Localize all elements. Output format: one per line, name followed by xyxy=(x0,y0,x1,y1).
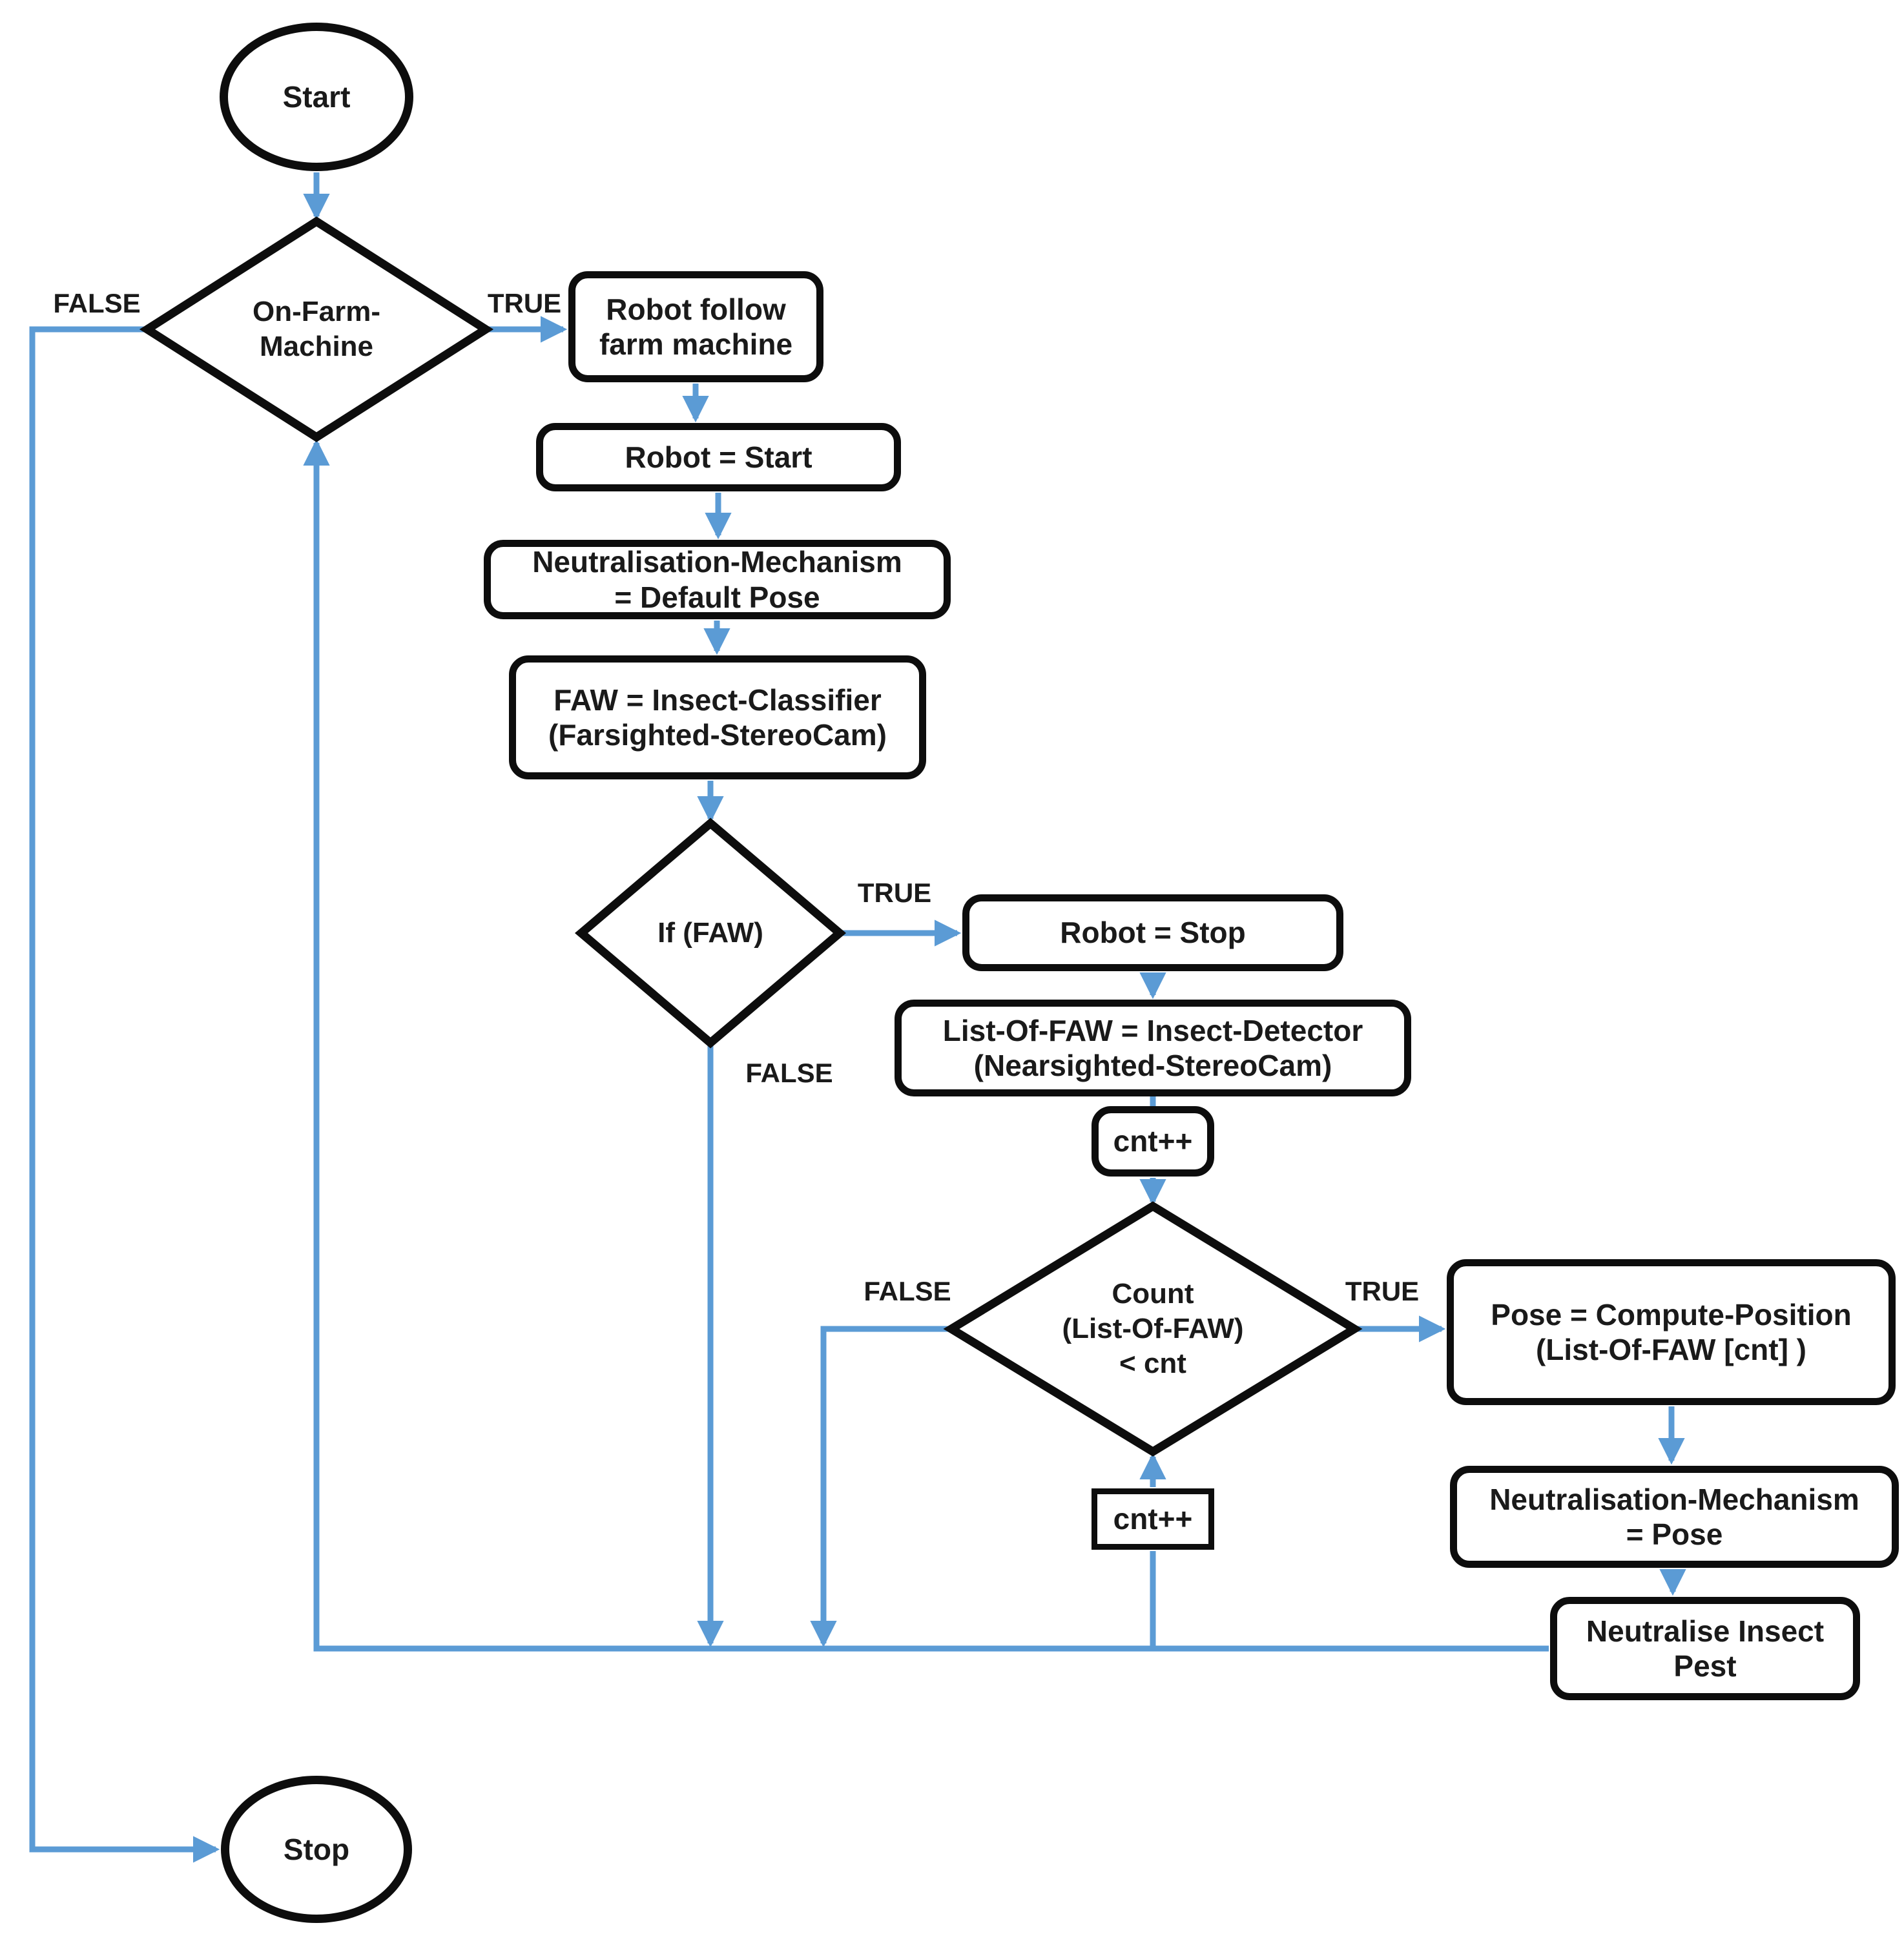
edge-label-count-false-label: FALSE xyxy=(864,1276,951,1306)
node-count-list-of-faw-label-line-1: (List-Of-FAW) xyxy=(1062,1313,1244,1345)
node-start: Start xyxy=(220,23,413,171)
node-neutralisation-pose-label-line-1: = Pose xyxy=(1626,1517,1723,1551)
edge-pest-return-to-onfarm xyxy=(303,438,1549,1652)
node-cnt-increment-1: cnt++ xyxy=(1092,1106,1214,1177)
edge-onfarm-false-to-stop xyxy=(29,326,220,1863)
node-pose-compute-position-label-line-1: (List-Of-FAW [cnt] ) xyxy=(1535,1333,1806,1366)
node-on-farm-machine-label-line-1: Machine xyxy=(259,331,374,362)
node-neutralisation-default-pose-label-line-0: Neutralisation-Mechanism xyxy=(532,545,902,579)
node-pose-compute-position: Pose = Compute-Position(List-Of-FAW [cnt… xyxy=(1447,1259,1896,1405)
edge-label-onfarm-true-label: TRUE xyxy=(487,288,562,318)
node-list-of-faw-insect-detector: List-Of-FAW = Insect-Detector(Nearsighte… xyxy=(895,1000,1411,1096)
node-neutralise-insect-pest-label-line-0: Neutralise Insect xyxy=(1586,1614,1825,1648)
node-start-label-line-0: Start xyxy=(282,79,351,114)
node-list-of-faw-insect-detector-label-line-0: List-Of-FAW = Insect-Detector xyxy=(942,1013,1363,1047)
node-neutralise-insect-pest-label-line-1: Pest xyxy=(1673,1649,1737,1683)
node-cnt-increment-2: cnt++ xyxy=(1092,1488,1214,1550)
node-list-of-faw-insect-detector-label-line-1: (Nearsighted-StereoCam) xyxy=(973,1049,1332,1082)
node-faw-insect-classifier-label-line-1: (Farsighted-StereoCam) xyxy=(548,718,887,752)
edge-label-if-faw-false-label: FALSE xyxy=(745,1058,833,1088)
node-robot-start-label-line-0: Robot = Start xyxy=(625,440,812,474)
node-robot-follow-farm-machine-label-line-0: Robot follow xyxy=(606,292,786,326)
node-faw-insect-classifier: FAW = Insect-Classifier(Farsighted-Stere… xyxy=(509,655,926,779)
edge-count-false-to-return-line xyxy=(810,1326,951,1648)
edge-label-onfarm-false-label: FALSE xyxy=(53,288,141,318)
node-count-list-of-faw-label-line-0: Count xyxy=(1112,1278,1194,1310)
node-neutralisation-default-pose: Neutralisation-Mechanism= Default Pose xyxy=(484,540,951,619)
node-cnt-increment-2-label-line-0: cnt++ xyxy=(1113,1502,1193,1536)
node-neutralisation-default-pose-label-line-1: = Default Pose xyxy=(614,580,820,614)
node-neutralisation-pose: Neutralisation-Mechanism= Pose xyxy=(1450,1466,1899,1568)
node-robot-follow-farm-machine-label-line-1: farm machine xyxy=(599,327,793,361)
edge-label-if-faw-true-label: TRUE xyxy=(857,878,932,908)
node-on-farm-machine-label: On-Farm-Machine xyxy=(147,221,486,437)
node-stop-label-line-0: Stop xyxy=(283,1832,350,1866)
node-if-faw-label: If (FAW) xyxy=(581,823,840,1043)
node-count-list-of-faw-shape xyxy=(943,1201,1363,1457)
node-count-list-of-faw-label: Count(List-Of-FAW)< cnt xyxy=(951,1206,1354,1452)
node-robot-stop: Robot = Stop xyxy=(962,894,1343,971)
node-if-faw-shape xyxy=(574,817,847,1049)
node-faw-insect-classifier-label-line-0: FAW = Insect-Classifier xyxy=(554,683,882,717)
node-if-faw-label-line-0: If (FAW) xyxy=(657,917,763,949)
node-on-farm-machine-shape xyxy=(139,216,494,442)
node-stop: Stop xyxy=(221,1776,412,1923)
node-robot-start: Robot = Start xyxy=(536,423,901,491)
node-neutralisation-pose-label-line-0: Neutralisation-Mechanism xyxy=(1489,1482,1859,1516)
node-cnt-increment-1-label-line-0: cnt++ xyxy=(1113,1124,1193,1158)
node-pose-compute-position-label-line-0: Pose = Compute-Position xyxy=(1491,1297,1852,1331)
node-count-list-of-faw-label-line-2: < cnt xyxy=(1119,1347,1186,1379)
edge-label-count-true-label: TRUE xyxy=(1345,1276,1420,1306)
node-on-farm-machine-label-line-0: On-Farm- xyxy=(253,296,380,328)
node-robot-stop-label-line-0: Robot = Stop xyxy=(1060,916,1246,950)
